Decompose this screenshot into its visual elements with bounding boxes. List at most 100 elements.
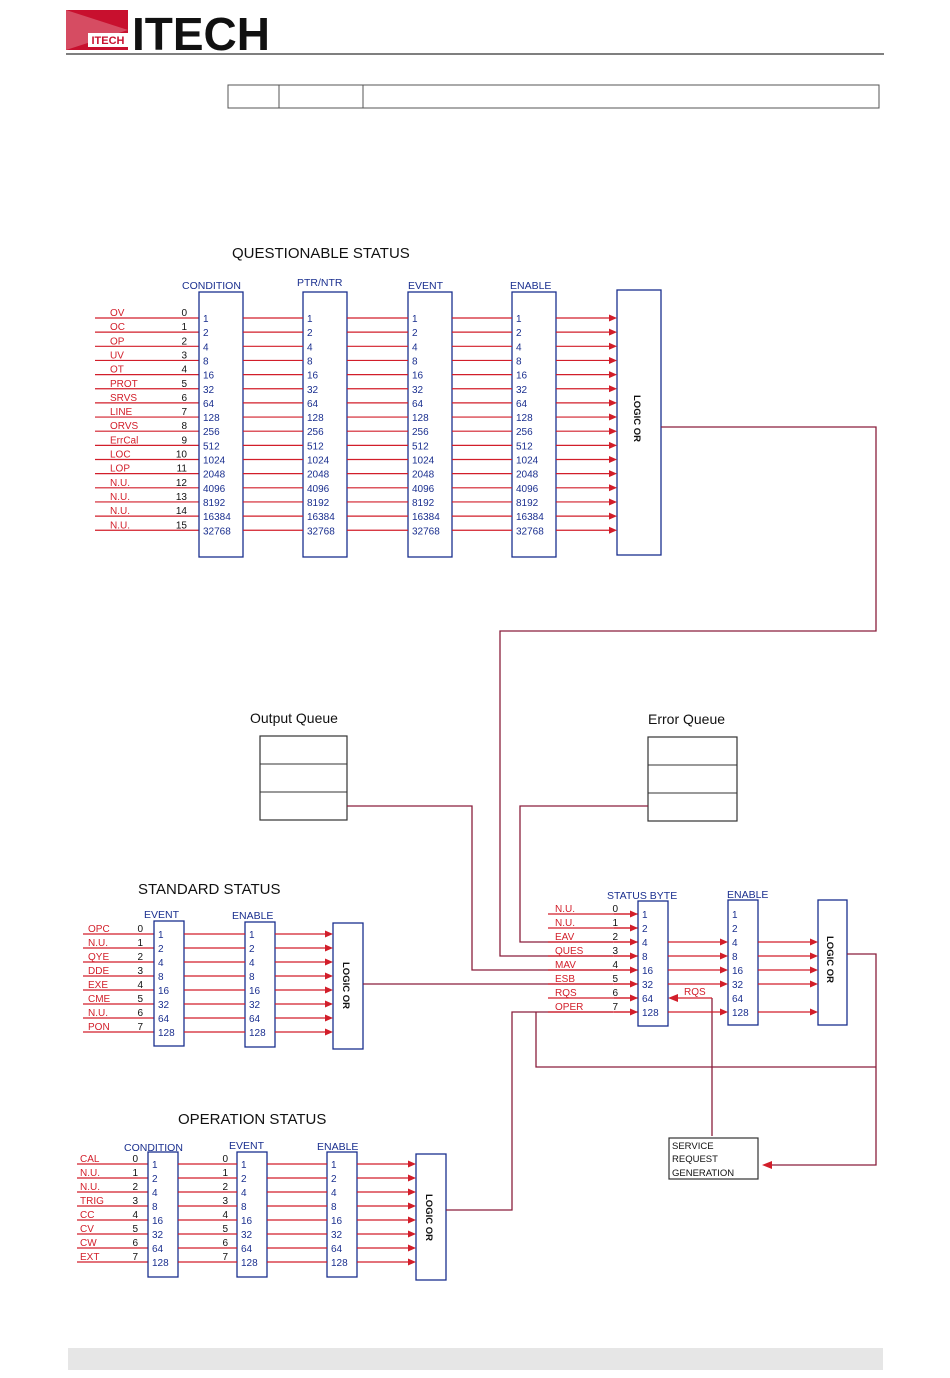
std-event-weight-5: 32: [158, 1000, 170, 1011]
ques-input-label-9: ErrCal: [110, 435, 138, 446]
ques-arrow-3-4-head: [609, 371, 617, 379]
std-event-weight-7: 128: [158, 1028, 175, 1039]
ques-condition-header: CONDITION: [182, 280, 241, 292]
op-condition-weight-5: 32: [152, 1230, 164, 1241]
std-bit-2: 2: [137, 952, 143, 963]
ques-event-header: EVENT: [408, 280, 444, 292]
sb-bit-1: 1: [612, 918, 618, 929]
operation-title: OPERATION STATUS: [178, 1111, 326, 1128]
sb-link-3-head: [720, 952, 728, 960]
statusbyte-header: STATUS BYTE: [607, 890, 677, 902]
op-enable-weight-5: 32: [331, 1230, 343, 1241]
oper-wire: [446, 1011, 613, 1211]
op-enable-weight-2: 4: [331, 1188, 337, 1199]
ques-event-weight-4: 16: [412, 371, 424, 382]
op-enable-weight-7: 128: [331, 1258, 348, 1269]
sb-logic-or-box: LOGIC OR: [817, 899, 848, 1026]
sb-bit-5: 5: [612, 974, 618, 985]
sb-bit-6: 6: [612, 988, 618, 999]
op-event-weight-7: 128: [241, 1258, 258, 1269]
op-event-weight-3: 8: [241, 1202, 247, 1213]
op-condition-box: [147, 1151, 179, 1278]
op-bit-5: 5: [132, 1224, 138, 1235]
op-condition-weight-1: 2: [152, 1174, 158, 1185]
op-event-weight-2: 4: [241, 1188, 247, 1199]
ques-event-weight-15: 32768: [412, 526, 440, 537]
sb-enable-weight-7: 128: [732, 1008, 749, 1019]
sb-in-6-head: [630, 994, 638, 1002]
std-input-label-2: QYE: [88, 952, 109, 963]
ques-ptr-weight-6: 64: [307, 399, 319, 410]
ques-ptr-weight-0: 1: [307, 314, 313, 325]
op-input-label-4: CC: [80, 1210, 94, 1221]
output-queue-title: Output Queue: [250, 710, 338, 726]
sb-input-label-2: EAV: [555, 932, 575, 943]
error-queue-title: Error Queue: [648, 711, 725, 727]
sb-bit-4: 4: [612, 960, 618, 971]
sb-in-7-head: [630, 1008, 638, 1016]
ques-ptr-weight-3: 8: [307, 356, 313, 367]
error-queue-box: [647, 736, 738, 822]
op-event-weight-5: 32: [241, 1230, 253, 1241]
top-table: [227, 84, 880, 109]
logo-badge-text: ITECH: [92, 35, 125, 47]
ques-condition-weight-3: 8: [203, 356, 209, 367]
sb-input-label-1: N.U.: [555, 918, 575, 929]
std-enable-weight-2: 4: [249, 958, 255, 969]
sb-arrow-3-head: [810, 952, 818, 960]
ques-enable-weight-1: 2: [516, 328, 522, 339]
footer-bar: [68, 1348, 883, 1370]
ques-bit-2: 2: [181, 336, 187, 347]
std-arrow-6-head: [325, 1014, 333, 1022]
sb-link-4-head: [720, 966, 728, 974]
std-arrow-1-head: [325, 944, 333, 952]
ques-enable-weight-0: 1: [516, 314, 522, 325]
ques-enable-weight-14: 16384: [516, 512, 544, 523]
op-bit-3: 3: [132, 1196, 138, 1207]
ques-enable-weight-8: 256: [516, 427, 533, 438]
std-event-weight-2: 4: [158, 958, 164, 969]
sb-bit-0: 0: [612, 904, 618, 915]
op-arrow-5-head: [408, 1230, 416, 1238]
sb-enable-weight-2: 4: [732, 938, 738, 949]
ques-arrow-3-2-head: [609, 342, 617, 350]
std-input-label-6: N.U.: [88, 1008, 108, 1019]
std-event-weight-6: 64: [158, 1014, 170, 1025]
ques-event-box: [407, 291, 453, 558]
op-enable-weight-3: 8: [331, 1202, 337, 1213]
service-request-box: SERVICE REQUEST GENERATION: [668, 1137, 759, 1180]
op-arrow-4-head: [408, 1216, 416, 1224]
sb-link-2-head: [720, 938, 728, 946]
ques-input-label-11: LOP: [110, 464, 130, 475]
op-event-bit-5: 5: [222, 1224, 228, 1235]
srq-line-3: GENERATION: [672, 1168, 734, 1179]
sb-bit-2: 2: [612, 932, 618, 943]
sb-link-7-head: [720, 1008, 728, 1016]
sb-bit-3: 3: [612, 946, 618, 957]
ques-ptr-weight-2: 4: [307, 342, 313, 353]
ques-event-weight-1: 2: [412, 328, 418, 339]
ques-input-label-4: OT: [110, 365, 124, 376]
op-logic-or-label: LOGIC OR: [423, 1194, 434, 1241]
sb-link-5-head: [720, 980, 728, 988]
ques-input-label-8: ORVS: [110, 421, 138, 432]
sb-enable-box: [727, 899, 759, 1026]
op-event-weight-1: 2: [241, 1174, 247, 1185]
ques-input-label-15: N.U.: [110, 520, 130, 531]
sb-enable-weight-0: 1: [732, 910, 738, 921]
sb-input-label-4: MAV: [555, 960, 576, 971]
ques-enable-weight-9: 512: [516, 441, 533, 452]
ques-condition-weight-15: 32768: [203, 526, 231, 537]
ques-arrow-3-6-head: [609, 399, 617, 407]
std-enable-weight-0: 1: [249, 930, 255, 941]
sb-enable-weight-4: 16: [732, 966, 744, 977]
ques-arrow-3-0-head: [609, 314, 617, 322]
sb-in-3-head: [630, 952, 638, 960]
ques-condition-weight-9: 512: [203, 441, 220, 452]
ques-event-weight-3: 8: [412, 356, 418, 367]
std-enable-weight-7: 128: [249, 1028, 266, 1039]
op-enable-weight-1: 2: [331, 1174, 337, 1185]
ques-input-label-10: LOC: [110, 450, 131, 461]
std-event-box: [153, 920, 185, 1047]
op-event-header: EVENT: [229, 1140, 265, 1152]
